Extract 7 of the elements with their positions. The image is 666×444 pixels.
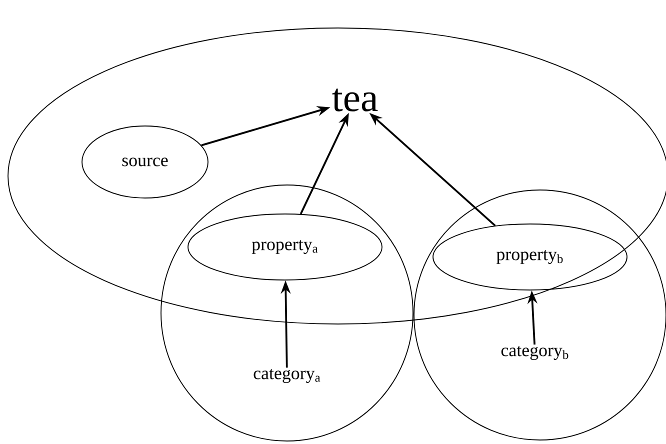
ellipse-node: source (82, 126, 208, 198)
ellipse (160, 184, 414, 442)
ellipse-node: property$_{b}$ (432, 224, 628, 290)
text-label: category$_{b}$ (501, 346, 568, 360)
ellipse-node: property$_{a}$ (188, 214, 382, 280)
text-label: category$_{a}$ (254, 369, 320, 383)
text-label: tea (332, 88, 378, 112)
